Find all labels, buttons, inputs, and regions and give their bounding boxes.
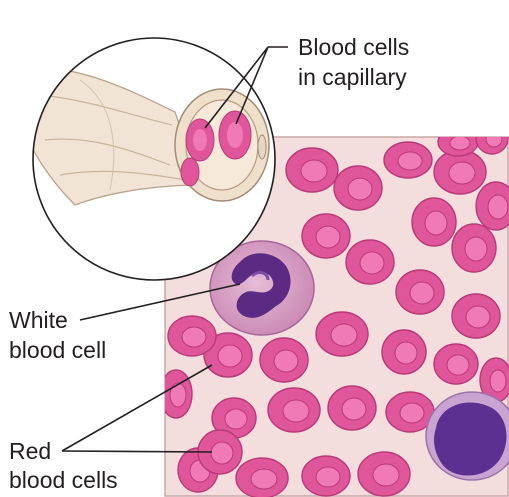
label-red-line2: blood cells [9,466,118,494]
red-blood-cell [384,142,432,178]
red-blood-cell [396,270,444,314]
label-white-line2: blood cell [9,336,106,364]
leader-red-cell-2 [62,451,212,452]
capillary-magnifier [20,38,275,280]
red-blood-cell [438,128,478,156]
red-blood-cell [412,198,456,246]
red-blood-cell [452,224,496,272]
red-blood-cell [286,148,338,192]
red-blood-cell [328,386,376,430]
red-blood-cell [382,330,426,374]
label-capillary-line2: in capillary [298,63,407,91]
white-blood-cell-lymphocyte [426,392,509,480]
red-blood-cell [334,166,382,210]
red-blood-cell [168,316,216,356]
red-blood-cell [358,452,410,496]
red-blood-cell [434,344,478,384]
red-blood-cell [452,294,500,338]
red-blood-cell [268,388,320,432]
red-blood-cell [302,456,350,496]
red-blood-cell [260,338,308,382]
red-blood-cell [302,214,350,258]
red-blood-cell [346,240,394,284]
red-blood-cell [236,458,288,497]
label-white-line1: White [9,306,68,334]
label-capillary-line1: Blood cells [298,33,409,61]
red-blood-cell [476,122,508,154]
label-red-line1: Red [9,437,51,465]
red-blood-cell [316,312,368,356]
red-blood-cell [476,182,509,230]
